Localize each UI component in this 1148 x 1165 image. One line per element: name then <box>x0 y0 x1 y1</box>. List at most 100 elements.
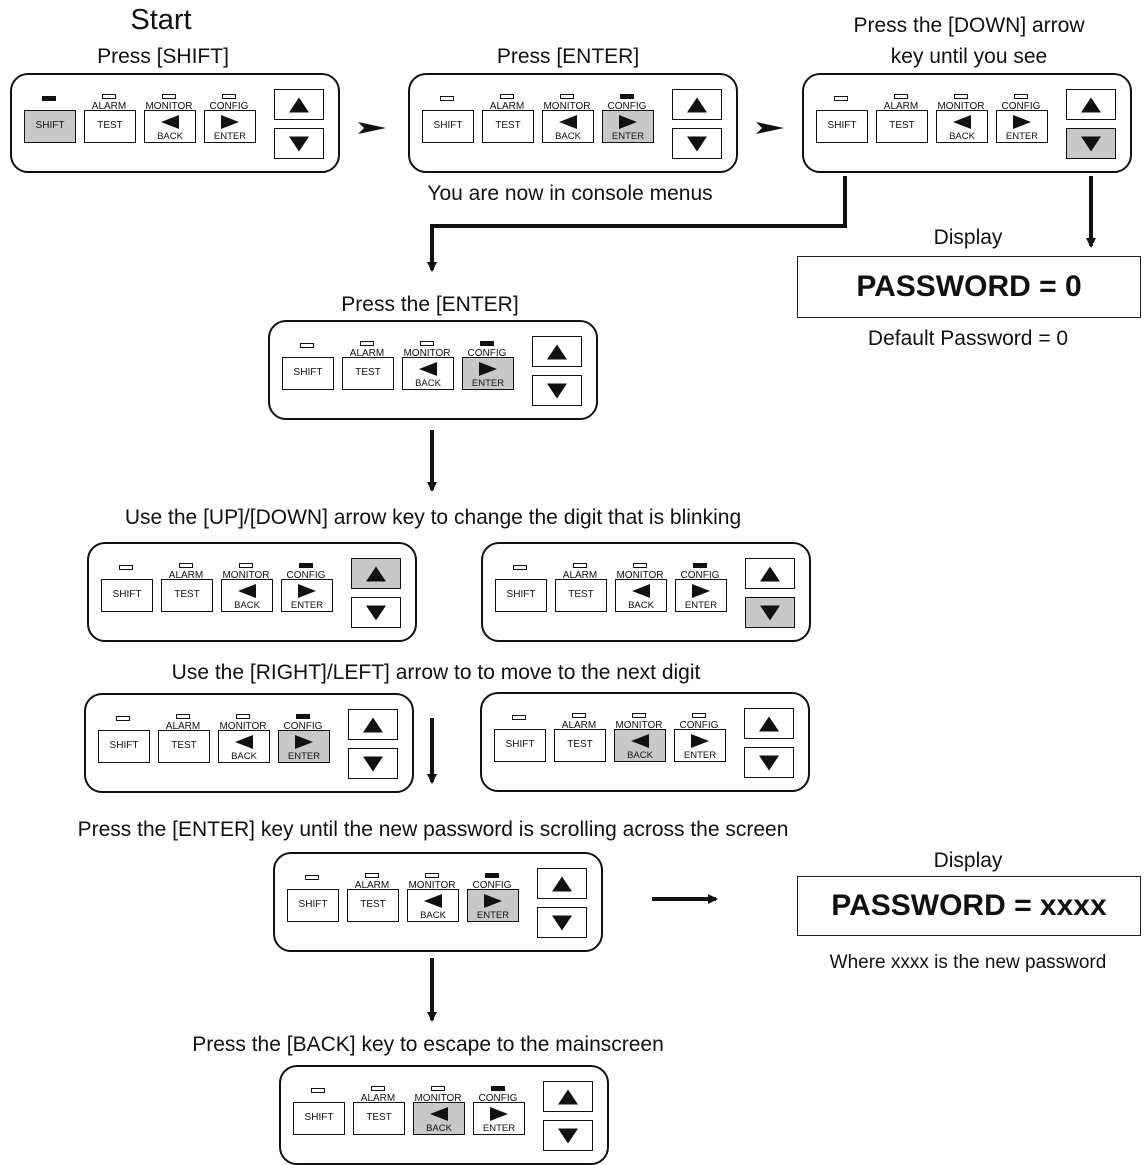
shift-led <box>305 875 319 880</box>
down-arrow-key[interactable] <box>537 907 587 938</box>
test-key[interactable]: TEST <box>347 889 399 922</box>
monitor-label: MONITOR <box>408 880 456 891</box>
shift-led <box>116 716 130 721</box>
shift-key[interactable]: SHIFT <box>494 729 546 762</box>
back-key[interactable]: BACK <box>221 579 273 612</box>
step-label-back: Press the [BACK] key to escape to the ma… <box>192 1033 664 1056</box>
shift-key[interactable]: SHIFT <box>422 110 474 143</box>
down-arrow-key[interactable] <box>532 375 582 406</box>
shift-key[interactable]: SHIFT <box>287 889 339 922</box>
down-arrow-key[interactable] <box>274 128 324 159</box>
config-led <box>299 563 313 568</box>
down-arrow-key[interactable] <box>1066 128 1116 159</box>
shift-key[interactable]: SHIFT <box>282 357 334 390</box>
down-arrow-key[interactable] <box>744 747 794 778</box>
keypad-panel-shift: SHIFT ALARM TEST MONITOR BACK CONFIG ENT… <box>10 73 340 173</box>
config-label: CONFIG <box>607 101 647 112</box>
enter-key[interactable]: ENTER <box>473 1102 525 1135</box>
up-arrow-key[interactable] <box>745 558 795 589</box>
enter-key[interactable]: ENTER <box>467 889 519 922</box>
back-key[interactable]: BACK <box>413 1102 465 1135</box>
monitor-label: MONITOR <box>543 101 591 112</box>
back-key[interactable]: BACK <box>402 357 454 390</box>
shift-key[interactable]: SHIFT <box>293 1102 345 1135</box>
test-key[interactable]: TEST <box>353 1102 405 1135</box>
alarm-led <box>572 713 586 718</box>
monitor-led <box>162 94 176 99</box>
enter-key[interactable]: ENTER <box>462 357 514 390</box>
alarm-led <box>500 94 514 99</box>
test-key[interactable]: TEST <box>876 110 928 143</box>
back-key[interactable]: BACK <box>407 889 459 922</box>
enter-key[interactable]: ENTER <box>204 110 256 143</box>
config-label: CONFIG <box>283 721 323 732</box>
monitor-label: MONITOR <box>219 721 267 732</box>
up-arrow-key[interactable] <box>351 558 401 589</box>
config-label: CONFIG <box>286 570 326 581</box>
enter-label: ENTER <box>290 599 324 611</box>
enter-label: ENTER <box>1005 130 1039 142</box>
back-key[interactable]: BACK <box>144 110 196 143</box>
up-arrow-key[interactable] <box>672 89 722 120</box>
down-arrow-key[interactable] <box>351 597 401 628</box>
up-arrow-key[interactable] <box>1066 89 1116 120</box>
monitor-led <box>236 714 250 719</box>
monitor-label: MONITOR <box>403 348 451 359</box>
test-key[interactable]: TEST <box>84 110 136 143</box>
keypad-panel-back: SHIFT ALARM TEST MONITOR BACK CONFIG ENT… <box>279 1065 609 1165</box>
down-arrow-key[interactable] <box>672 128 722 159</box>
up-arrow-key[interactable] <box>274 89 324 120</box>
back-key[interactable]: BACK <box>218 730 270 763</box>
back-label: BACK <box>234 599 260 611</box>
enter-key[interactable]: ENTER <box>602 110 654 143</box>
test-key[interactable]: TEST <box>482 110 534 143</box>
alarm-label: ALARM <box>883 101 919 112</box>
down-arrow-key[interactable] <box>745 597 795 628</box>
arrow-right-2 <box>756 122 784 134</box>
back-label: BACK <box>420 909 446 921</box>
up-arrow-key[interactable] <box>543 1081 593 1112</box>
test-key[interactable]: TEST <box>161 579 213 612</box>
display-label-1: Display <box>933 226 1003 249</box>
test-key[interactable]: TEST <box>555 579 607 612</box>
up-arrow-key[interactable] <box>532 336 582 367</box>
enter-key[interactable]: ENTER <box>281 579 333 612</box>
alarm-led <box>894 94 908 99</box>
monitor-led <box>633 563 647 568</box>
down-arrow-key[interactable] <box>543 1120 593 1151</box>
enter-label: ENTER <box>476 909 510 921</box>
alarm-led <box>360 341 374 346</box>
back-key[interactable]: BACK <box>615 579 667 612</box>
enter-key[interactable]: ENTER <box>675 579 727 612</box>
monitor-led <box>420 341 434 346</box>
back-key[interactable]: BACK <box>614 729 666 762</box>
up-arrow-key[interactable] <box>744 708 794 739</box>
shift-key[interactable]: SHIFT <box>24 110 76 143</box>
up-arrow-key[interactable] <box>348 709 398 740</box>
step-label-enter-until: Press the [ENTER] key until the new pass… <box>77 818 789 841</box>
back-key[interactable]: BACK <box>542 110 594 143</box>
monitor-led <box>954 94 968 99</box>
back-label: BACK <box>627 749 653 761</box>
shift-key[interactable]: SHIFT <box>816 110 868 143</box>
enter-key[interactable]: ENTER <box>996 110 1048 143</box>
shift-key[interactable]: SHIFT <box>495 579 547 612</box>
test-key[interactable]: TEST <box>342 357 394 390</box>
enter-label: ENTER <box>611 130 645 142</box>
test-key[interactable]: TEST <box>554 729 606 762</box>
keypad-panel-enter-2: SHIFT ALARM TEST MONITOR BACK CONFIG ENT… <box>268 320 598 420</box>
back-key[interactable]: BACK <box>936 110 988 143</box>
config-led <box>485 873 499 878</box>
enter-key[interactable]: ENTER <box>674 729 726 762</box>
monitor-led <box>632 713 646 718</box>
test-key[interactable]: TEST <box>158 730 210 763</box>
shift-key[interactable]: SHIFT <box>101 579 153 612</box>
alarm-label: ALARM <box>91 101 127 112</box>
monitor-label: MONITOR <box>937 101 985 112</box>
down-arrow-key[interactable] <box>348 748 398 779</box>
up-arrow-key[interactable] <box>537 868 587 899</box>
shift-key[interactable]: SHIFT <box>98 730 150 763</box>
enter-key[interactable]: ENTER <box>278 730 330 763</box>
enter-label: ENTER <box>684 599 718 611</box>
